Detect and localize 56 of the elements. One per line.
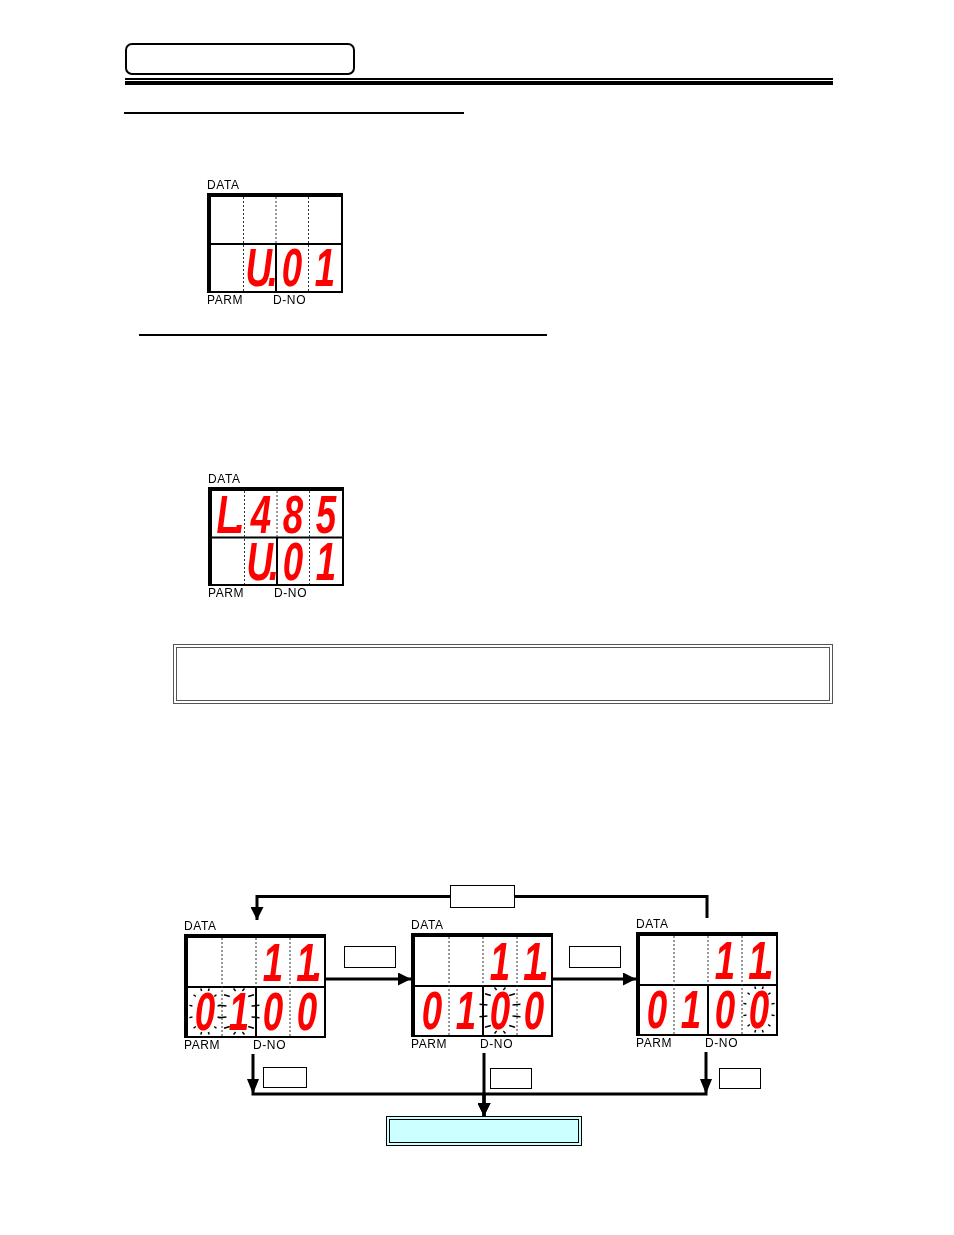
- segment-digit: 0: [646, 989, 668, 1030]
- field-label: PARM: [411, 1038, 448, 1051]
- arrow: [326, 972, 411, 986]
- field-label: DATA: [208, 473, 241, 486]
- field-label: PARM: [184, 1039, 221, 1052]
- field-label: PARM: [208, 587, 245, 600]
- blank-label-box: [569, 946, 621, 968]
- blank-label-box: [263, 1067, 307, 1088]
- field-label: D-NO: [253, 1039, 287, 1052]
- segment-digit: 0: [748, 989, 770, 1030]
- segment-digit: 1: [262, 942, 284, 983]
- field-label: DATA: [411, 919, 444, 932]
- segment-digit: 1: [313, 247, 336, 288]
- segment-digit: 0: [262, 991, 284, 1032]
- field-label: DATA: [207, 179, 240, 192]
- segment-digit: 1: [489, 941, 511, 982]
- field-label: D-NO: [273, 294, 307, 307]
- segment-digit: 0: [282, 247, 303, 288]
- segment-digit: 4: [250, 494, 271, 535]
- segment-digit: 1.: [747, 940, 772, 981]
- segment-digit: U.: [246, 247, 273, 288]
- result-box: [386, 1116, 582, 1146]
- segment-digit: 0: [714, 989, 736, 1030]
- segment-digit: 0: [194, 991, 216, 1032]
- segment-digit: 1: [455, 990, 477, 1031]
- field-label: PARM: [207, 294, 244, 307]
- blank-label-box: [719, 1068, 761, 1089]
- field-label: DATA: [636, 918, 669, 931]
- field-label: D-NO: [480, 1038, 514, 1051]
- arrow: [250, 895, 450, 920]
- segment-digit: L.: [215, 494, 242, 535]
- field-label: D-NO: [274, 587, 308, 600]
- segment-digit: 0: [296, 991, 318, 1032]
- segment-digit: 0: [283, 540, 304, 581]
- segment-digit: 5: [314, 494, 337, 535]
- arrow: [553, 972, 636, 986]
- field-label: DATA: [184, 920, 217, 933]
- segment-digit: 1.: [295, 942, 320, 983]
- segment-digit: 0: [523, 990, 545, 1031]
- segment-digit: 8: [282, 494, 305, 535]
- field-label: D-NO: [705, 1037, 739, 1050]
- blank-label-box: [344, 946, 396, 968]
- arrow: [477, 1052, 712, 1116]
- segment-digit: 0: [421, 990, 443, 1031]
- segment-digit: 1: [714, 940, 736, 981]
- rounded-tab: [125, 43, 355, 75]
- segment-digit: 1: [228, 991, 250, 1032]
- blank-label-box: [490, 1068, 532, 1089]
- note-frame: [173, 644, 833, 704]
- segment-digit: U.: [247, 540, 274, 581]
- blank-label-box: [450, 885, 515, 908]
- field-label: PARM: [636, 1037, 673, 1050]
- segment-digit: 1: [680, 989, 702, 1030]
- segment-digit: 1: [314, 540, 336, 581]
- connector-line: [515, 895, 709, 918]
- segment-digit: 1.: [522, 941, 547, 982]
